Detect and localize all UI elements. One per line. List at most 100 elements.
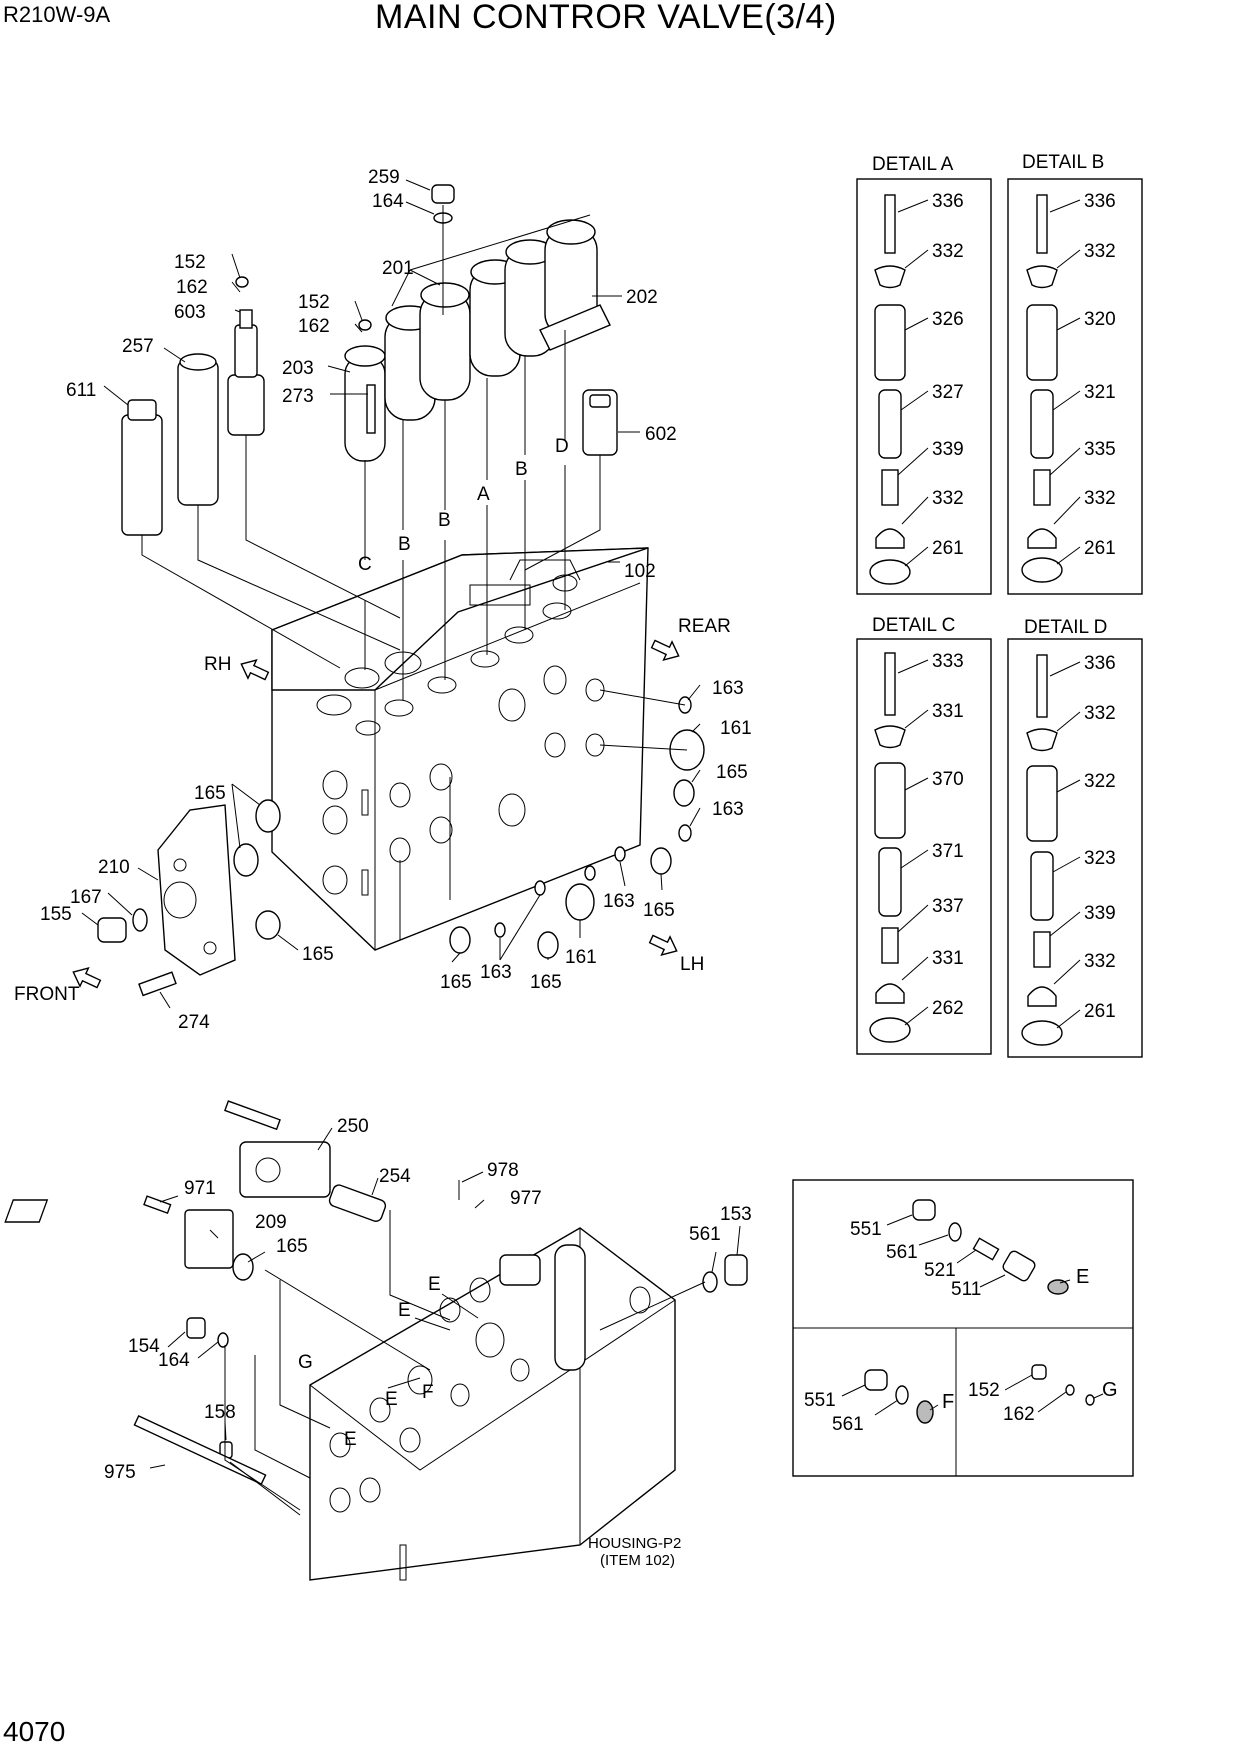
bolt-274	[138, 971, 177, 997]
detail-letter: B	[398, 534, 411, 555]
part-label: 209	[255, 1212, 287, 1233]
direction-label: REAR	[678, 616, 731, 637]
part-label: 332	[1084, 951, 1116, 972]
detail-title: DETAIL D	[1024, 617, 1107, 638]
part-label: 162	[1003, 1404, 1035, 1425]
detail-a-parts	[869, 194, 911, 585]
part-label: 261	[932, 538, 964, 559]
detail-letter: B	[515, 459, 528, 480]
part-label: 161	[565, 947, 597, 968]
assembly-lines	[141, 205, 688, 940]
o-ring-164	[217, 1332, 229, 1348]
part-label: 202	[626, 287, 658, 308]
part-label: 335	[1084, 439, 1116, 460]
part-label: 978	[487, 1160, 519, 1181]
part-label: 327	[932, 382, 964, 403]
lh-arrow-icon	[648, 934, 678, 956]
detail-letter: C	[358, 554, 372, 575]
port-letter: F	[422, 1382, 434, 1403]
part-label: 257	[122, 336, 154, 357]
part-label: 339	[932, 439, 964, 460]
part-label: 158	[204, 1402, 236, 1423]
part-label: 339	[1084, 903, 1116, 924]
part-label: 165	[716, 762, 748, 783]
plug-152-b	[358, 319, 372, 331]
part-label: 154	[128, 1336, 160, 1357]
part-label: 602	[645, 424, 677, 445]
relief-valve-603	[227, 309, 265, 436]
port-letter: E	[385, 1389, 398, 1410]
direction-label: RH	[204, 654, 231, 675]
detail-title: DETAIL C	[872, 615, 955, 636]
rear-arrow-icon	[650, 639, 680, 661]
part-label: 254	[379, 1166, 411, 1187]
part-label: 337	[932, 896, 964, 917]
part-label: 262	[932, 998, 964, 1019]
o-ring-163	[614, 846, 626, 862]
valve-body-102	[271, 547, 649, 951]
spool-cap-203	[344, 345, 386, 462]
part-label: 165	[440, 972, 472, 993]
part-label: 561	[832, 1414, 864, 1435]
part-label: 155	[40, 904, 72, 925]
part-label: 161	[720, 718, 752, 739]
part-label: 165	[276, 1236, 308, 1257]
cover-210	[157, 804, 236, 976]
part-label: 250	[337, 1116, 369, 1137]
o-ring-165	[255, 799, 281, 833]
part-label: 977	[510, 1188, 542, 1209]
lower-assembly-lines	[224, 1210, 706, 1516]
plug-detail-g: 152 162 G	[968, 1364, 1118, 1425]
lower-valve-assembly: 250 254 978 977 971 209 165 561 153 154 …	[4, 1100, 752, 1581]
part-label: 561	[886, 1242, 918, 1263]
part-label: 153	[720, 1204, 752, 1225]
label-plate-977	[4, 1199, 49, 1223]
page-title: MAIN CONTROR VALVE(3/4)	[375, 0, 837, 36]
part-label: 165	[530, 972, 562, 993]
port-letter: E	[398, 1300, 411, 1321]
part-label: 163	[712, 678, 744, 699]
part-label: 167	[70, 887, 102, 908]
plug-254	[328, 1184, 387, 1222]
part-label: 332	[932, 488, 964, 509]
part-label: 162	[298, 316, 330, 337]
part-label: 332	[1084, 241, 1116, 262]
detail-title: DETAIL B	[1022, 152, 1104, 173]
o-ring-163	[584, 865, 596, 881]
plug-259	[431, 184, 455, 204]
plug-154	[186, 1317, 206, 1339]
o-ring-167	[132, 908, 148, 932]
housing-note: (ITEM 102)	[600, 1552, 675, 1569]
part-label: 336	[932, 191, 964, 212]
part-label: 326	[932, 309, 964, 330]
plug-detail-e: 551 561 521 511 E	[850, 1199, 1089, 1300]
bolt-975	[133, 1414, 267, 1486]
model-number: R210W-9A	[3, 2, 111, 27]
part-label: 162	[176, 277, 208, 298]
part-label: 165	[194, 783, 226, 804]
o-ring-163	[494, 922, 506, 938]
o-ring-163	[534, 880, 546, 896]
detail-letter: E	[1076, 1266, 1089, 1288]
part-label: 333	[932, 651, 964, 672]
part-label: 259	[368, 167, 400, 188]
part-label: 331	[932, 701, 964, 722]
part-label: 163	[480, 962, 512, 983]
o-ring-165	[255, 910, 281, 940]
part-label: 603	[174, 302, 206, 323]
housing-note: HOUSING-P2	[588, 1535, 681, 1552]
part-label: 210	[98, 857, 130, 878]
o-ring-165	[233, 843, 259, 877]
rh-arrow-icon	[240, 659, 270, 681]
part-label: 261	[1084, 1001, 1116, 1022]
detail-letter: F	[942, 1391, 954, 1413]
o-ring-165	[650, 847, 672, 875]
part-label: 323	[1084, 848, 1116, 869]
plug-153	[724, 1254, 748, 1286]
plug-155	[97, 917, 127, 943]
part-label: 371	[932, 841, 964, 862]
detail-c-parts	[869, 652, 911, 1043]
detail-letter: B	[438, 510, 451, 531]
part-label: 511	[951, 1279, 981, 1300]
